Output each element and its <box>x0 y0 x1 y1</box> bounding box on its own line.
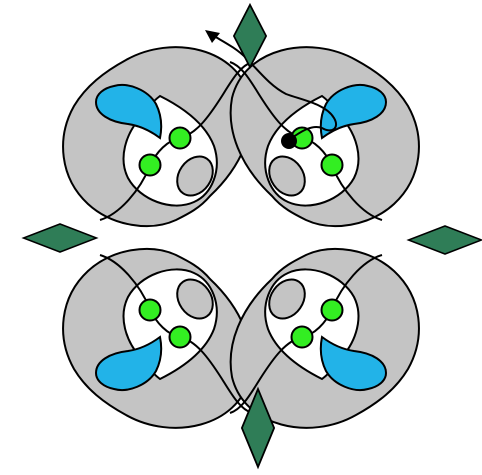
start-dot-icon <box>281 133 297 149</box>
subunit-bottom-left <box>63 249 252 428</box>
diamond-connector-right <box>409 226 482 254</box>
subunit-top-left <box>63 47 252 226</box>
diamond-connector-left <box>24 224 97 252</box>
subunit-top-right <box>230 47 419 226</box>
arrowhead-icon <box>205 30 220 43</box>
